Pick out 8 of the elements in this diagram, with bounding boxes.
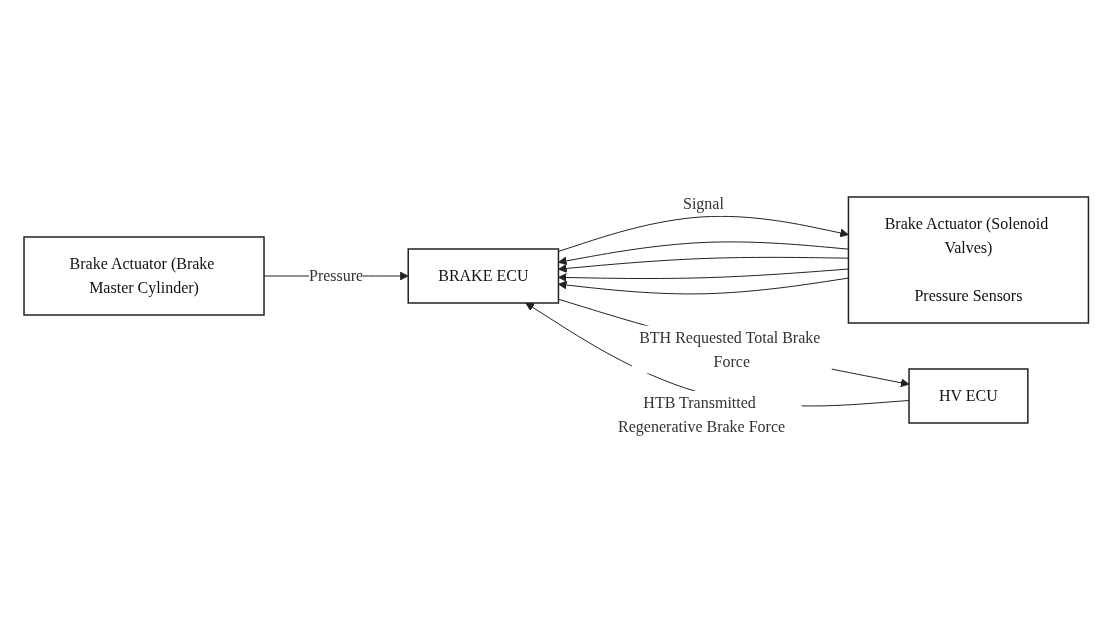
node-box: Brake Actuator (Brake Master Cylinder) — [23, 236, 265, 316]
edge-label: Pressure — [308, 267, 363, 285]
edge-label: BTH Requested Total Brake Force — [638, 328, 821, 370]
node-box: BRAKE ECU — [407, 248, 559, 304]
edge-label: Signal — [682, 195, 724, 213]
node-box: Brake Actuator (Solenoid Valves) Pressure Sensors — [847, 196, 1089, 324]
node-box: HV ECU — [908, 368, 1029, 424]
edge-label: HTB Transmitted Regenerative Brake Force — [617, 393, 785, 435]
